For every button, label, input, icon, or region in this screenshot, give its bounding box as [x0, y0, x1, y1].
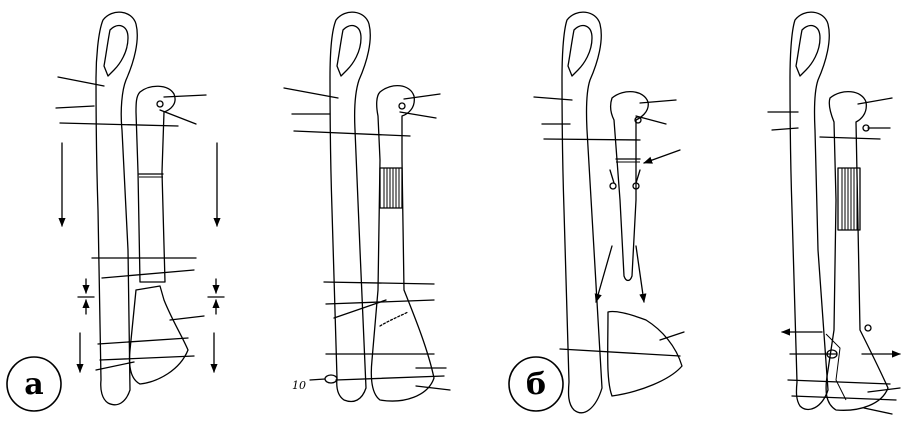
ulna-bone: [790, 12, 829, 409]
fixation-wires: [534, 97, 684, 356]
ulna-bone: [330, 12, 370, 401]
drawing-3-forearm: [534, 12, 684, 413]
ulna-bone: [562, 12, 602, 413]
annotation-number-10: 10: [292, 379, 306, 392]
direction-arrows: [782, 332, 900, 354]
drawing-1-forearm: [56, 12, 224, 405]
ulna-bone: [96, 12, 137, 405]
panel-label-a: а: [7, 357, 61, 411]
drawing-2-forearm: 10: [284, 12, 450, 401]
drawing-4-forearm: [768, 12, 900, 414]
svg-text:а: а: [24, 367, 43, 402]
panel-label-b: б: [509, 357, 563, 411]
regenerate-hatch: [380, 168, 402, 208]
regenerate-hatch: [838, 168, 860, 230]
direction-arrows: [596, 150, 680, 302]
fixation-wires: [56, 77, 206, 370]
radius-bone: [608, 92, 682, 396]
svg-text:б: б: [526, 367, 546, 402]
wire-tensioner: [310, 375, 337, 383]
